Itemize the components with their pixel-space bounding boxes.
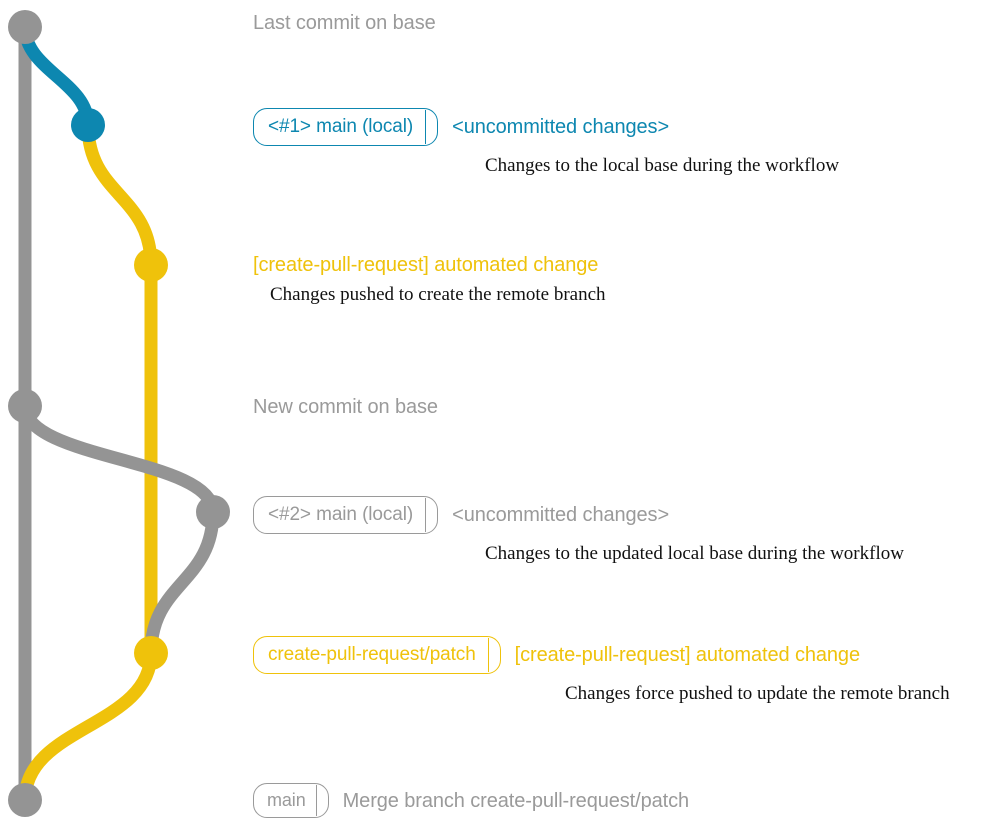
edge-patch2-to-merge [18,646,158,807]
commit-description: Changes force pushed to update the remot… [565,683,950,704]
row-last-commit-on-base: Last commit on base [253,13,436,33]
row-local-main-2: <#2> main (local) <uncommitted changes> … [253,496,904,565]
commit-description: Changes to the updated local base during… [485,543,904,564]
commit-description: Changes to the local base during the wor… [485,155,840,176]
ref-badge-main[interactable]: main [253,783,329,818]
row-head: create-pull-request/patch [create-pull-r… [253,636,950,674]
commit-description: Changes pushed to create the remote bran… [270,284,606,305]
edge-base2-to-local2 [18,399,220,519]
node-local-change-1[interactable] [71,108,105,142]
row-head: New commit on base [253,397,438,417]
commit-subject: Merge branch create-pull-request/patch [342,789,690,812]
row-head: Last commit on base [253,13,436,33]
ref-badge-create-pull-request-patch[interactable]: create-pull-request/patch [253,636,501,674]
row-automated-change-2: create-pull-request/patch [create-pull-r… [253,636,950,705]
commit-subject: [create-pull-request] automated change [514,644,860,666]
commit-subject: <uncommitted changes> [452,504,670,526]
edge-local2-to-patch2 [144,505,220,660]
row-head: <#1> main (local) <uncommitted changes> [253,108,839,146]
commit-subject: [create-pull-request] automated change [253,254,599,276]
node-base-head[interactable] [8,10,42,44]
node-base-new-commit[interactable] [8,389,42,423]
row-head: main Merge branch create-pull-request/pa… [253,783,689,818]
ref-badge-local-main-2[interactable]: <#2> main (local) [253,496,439,534]
ref-badge-local-main-1[interactable]: <#1> main (local) [253,108,439,146]
node-local-change-2[interactable] [196,495,230,529]
commit-subject: New commit on base [253,396,438,418]
node-patch-commit-1[interactable] [134,248,168,282]
row-merge-commit: main Merge branch create-pull-request/pa… [253,783,689,818]
row-head: [create-pull-request] automated change [253,255,606,275]
row-new-commit-on-base: New commit on base [253,397,438,417]
commit-subject: Last commit on base [253,12,436,34]
node-patch-commit-2[interactable] [134,636,168,670]
row-automated-change-1: [create-pull-request] automated change C… [253,255,606,306]
edge-local1-to-patch1 [81,118,158,272]
row-local-main-1: <#1> main (local) <uncommitted changes> … [253,108,839,177]
commit-subject: <uncommitted changes> [452,116,670,138]
row-head: <#2> main (local) <uncommitted changes> [253,496,904,534]
node-merge-node[interactable] [8,783,42,817]
